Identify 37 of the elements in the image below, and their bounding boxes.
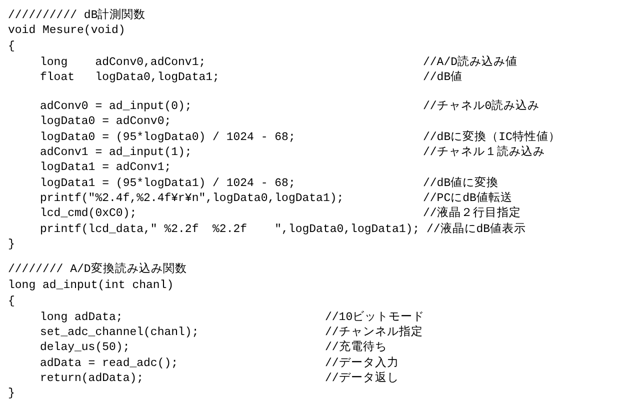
code-line: logData0 = (95*logData0) / 1024 - 68; [40, 131, 296, 145]
code-line: set_adc_channel(chanl); [40, 326, 199, 340]
code-line: logData1 = adConv1; [40, 161, 172, 175]
code-line: long adData; [40, 311, 123, 325]
code-line: lcd_cmd(0xC0); [40, 207, 137, 221]
code-comment: //液晶２行目指定 [423, 207, 521, 221]
code-comment: //充電待ち [325, 341, 387, 355]
code-comment: //データ入力 [325, 357, 399, 371]
code-comment: //チャンネル指定 [325, 326, 423, 340]
code-line: printf("%2.4f,%2.4f¥r¥n",logData0,logData1); [40, 192, 344, 206]
code-line: logData0 = adConv0; [40, 115, 172, 129]
code-line: adConv1 = ad_input(1); [40, 146, 192, 160]
code-comment: //dBに変換（IC特性値） [423, 131, 560, 145]
code-line: return(adData); [40, 372, 144, 386]
code-line: logData1 = (95*logData1) / 1024 - 68; [40, 177, 296, 191]
code-line: { [8, 40, 15, 54]
code-line: long ad_input(int chanl) [8, 279, 174, 293]
code-comment: //dB値 [423, 71, 463, 85]
code-comment: //PCにdB値転送 [423, 192, 512, 206]
code-line: ////////// dB計測関数 [8, 9, 146, 23]
code-line: delay_us(50); [40, 341, 130, 355]
code-line: //////// A/D変換読み込み関数 [8, 263, 187, 277]
code-line: { [8, 295, 15, 309]
code-line: printf(lcd_data," %2.2f %2.2f ",logData0,logData1); //液晶にdB値表示 [40, 223, 526, 237]
code-line: } [8, 238, 15, 252]
code-comment: //チャネル0読み込み [423, 100, 540, 114]
code-line: adData = read_adc(); [40, 357, 178, 371]
code-line: long adConv0,adConv1; [40, 56, 206, 70]
code-comment: //dB値に変換 [423, 177, 499, 191]
code-comment: //チャネル１読み込み [423, 146, 545, 160]
code-line: void Mesure(void) [8, 24, 126, 38]
code-line: float logData0,logData1; [40, 71, 220, 85]
code-comment: //データ返し [325, 372, 399, 386]
code-line: adConv0 = ad_input(0); [40, 100, 192, 114]
code-line: } [8, 387, 15, 401]
code-comment: //10ビットモード [325, 311, 425, 325]
code-comment: //A/D読み込み値 [423, 56, 518, 70]
